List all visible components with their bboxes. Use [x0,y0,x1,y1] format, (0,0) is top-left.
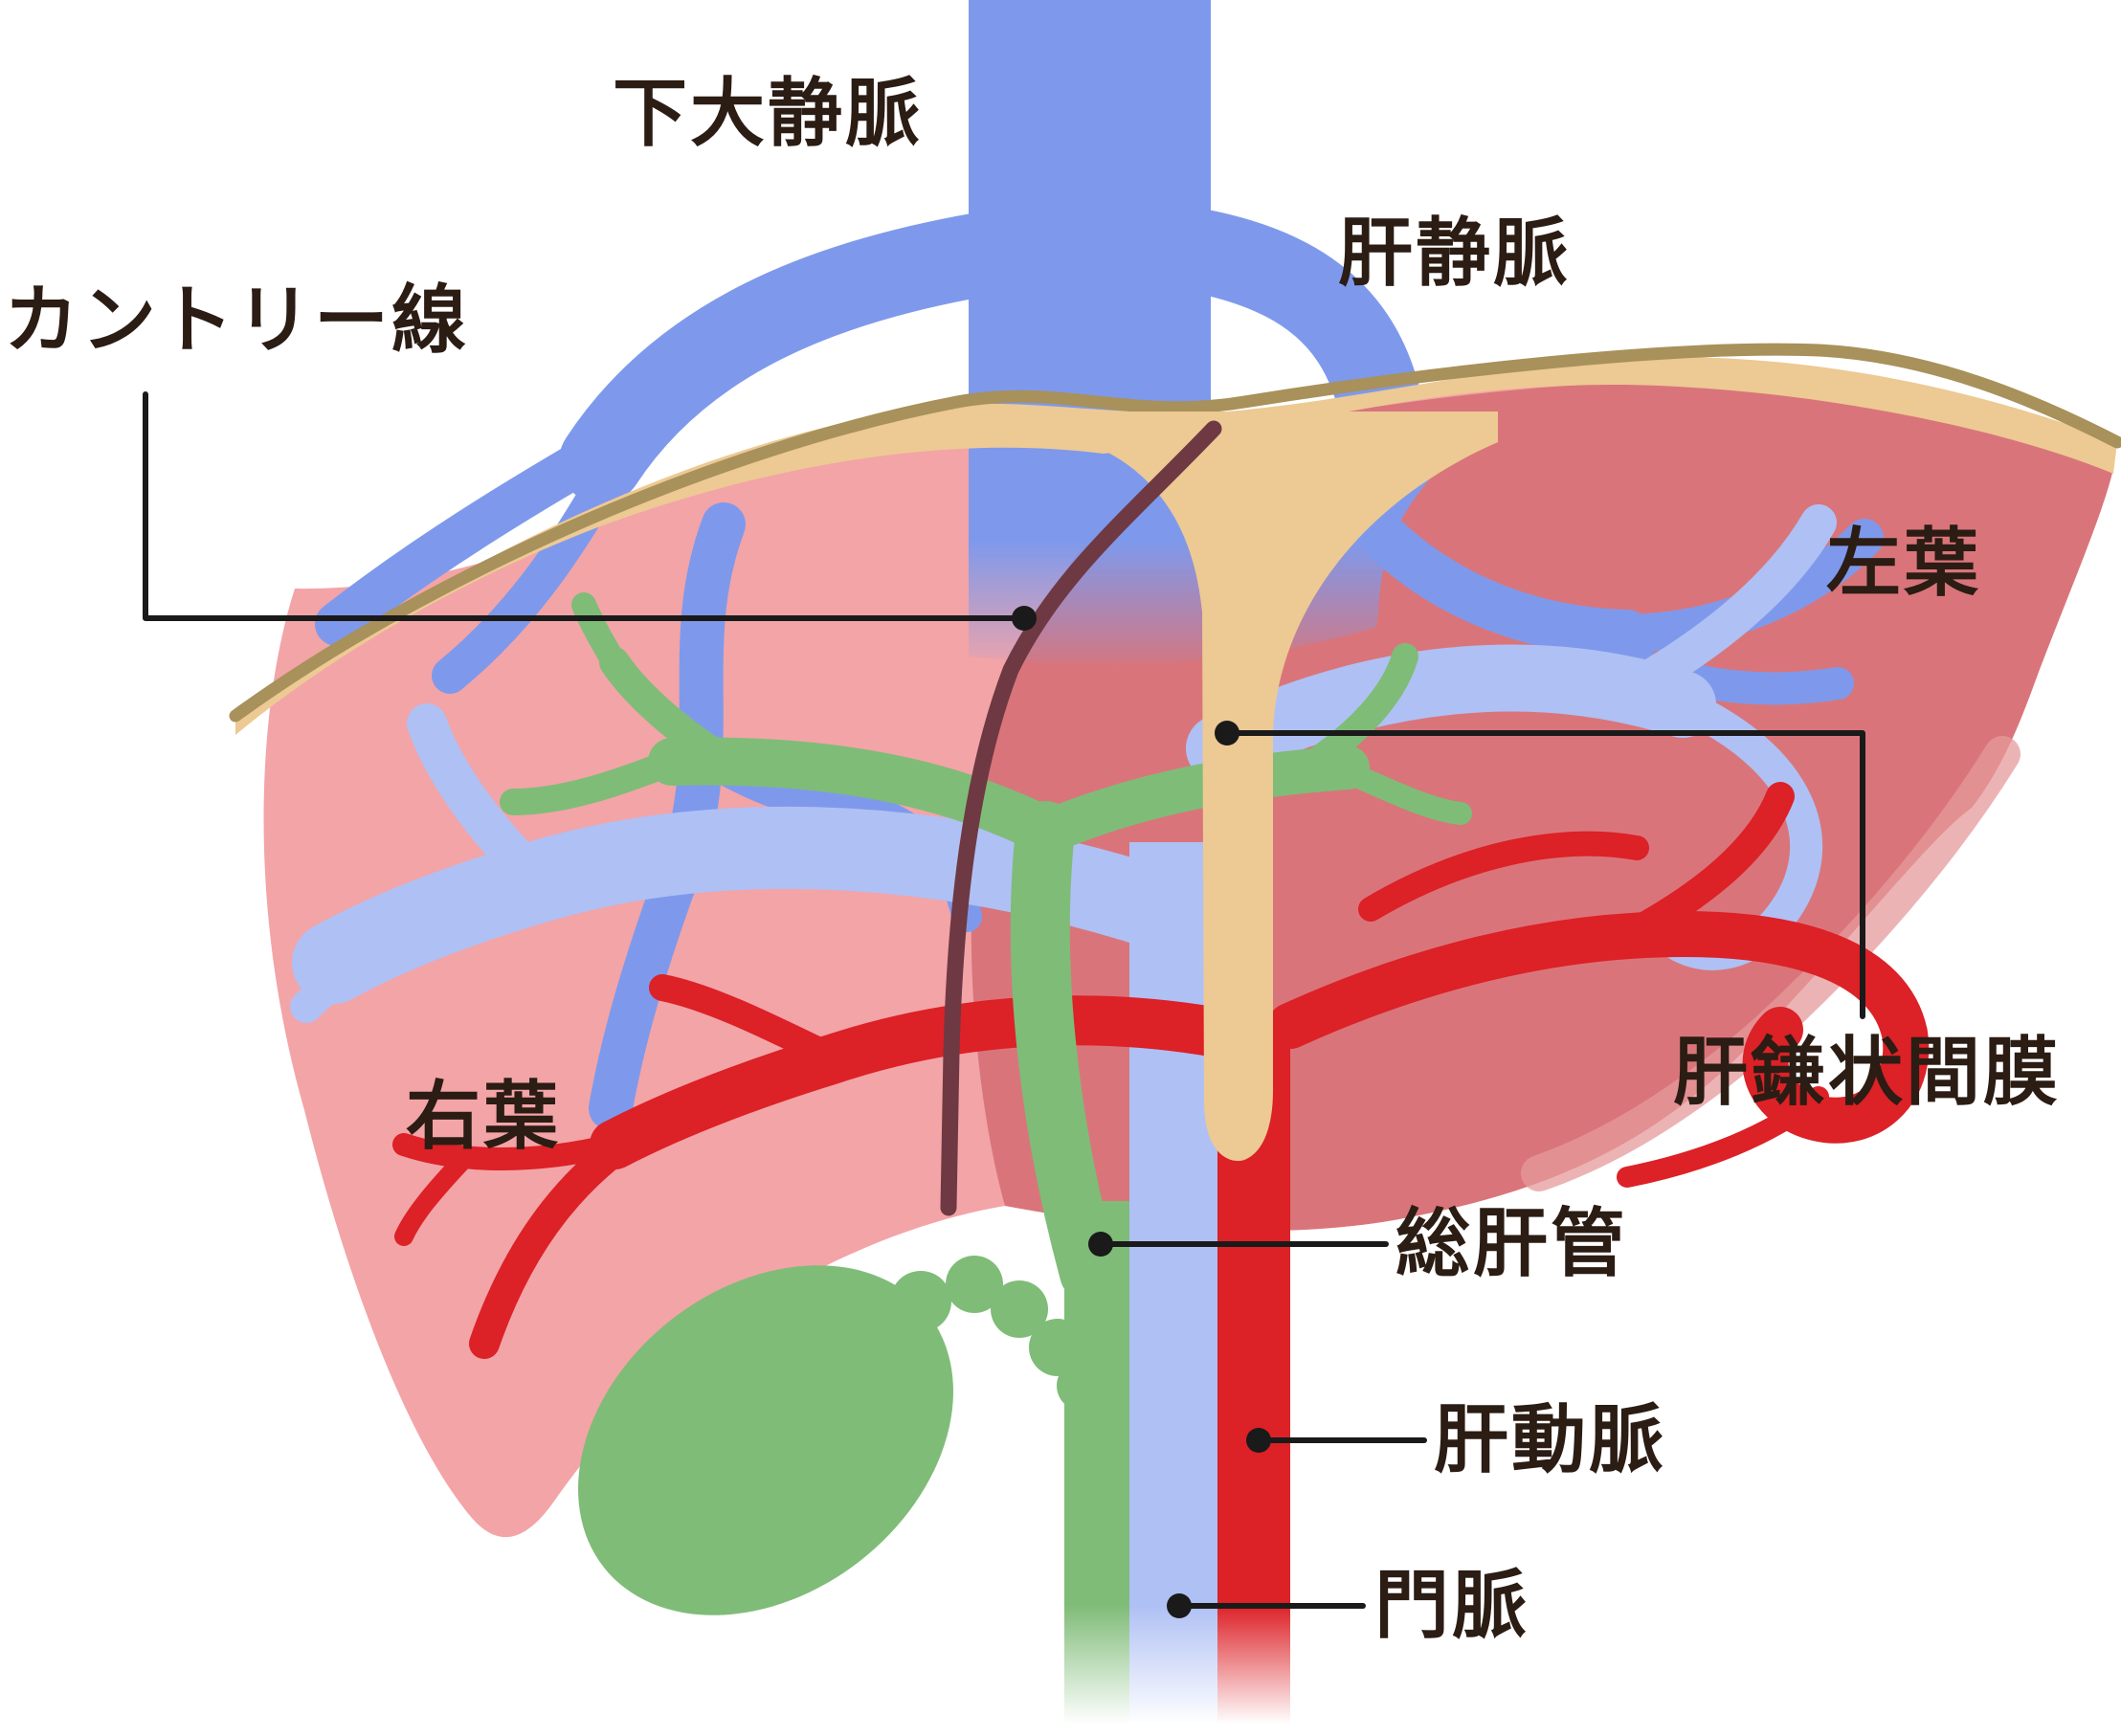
label-hepatic-artery: 肝動脈 [1434,1397,1667,1483]
label-portal-vein: 門脈 [1374,1563,1530,1649]
cantlie-line-callout [143,391,1027,621]
label-common-hepatic-duct: 総肝管 [1395,1201,1629,1287]
label-inferior-vena-cava: 下大静脈 [613,71,924,157]
callouts [143,391,1865,1618]
label-left-lobe: 左葉 [1826,521,1982,607]
common-hepatic-duct-column [1064,1201,1129,1732]
hepatic-artery-column [1217,1201,1290,1723]
falciform-ligament-callout [1224,730,1865,1019]
portal-vein-branches [290,504,1837,1215]
ligament-band [229,343,2121,1162]
label-falciform-ligament: 肝鎌状間膜 [1673,1030,2062,1116]
cantlie-line-curve [940,420,1222,1216]
portal-vein-column [1129,1201,1217,1732]
gallbladder [578,1256,1106,1615]
label-right-lobe: 右葉 [406,1074,562,1160]
label-cantlie-line: カントリー線 [4,278,470,364]
label-hepatic-vein: 肝静脈 [1338,211,1572,297]
falciform-ligament-shape [1099,412,1498,1162]
hilar-vessel-columns [1064,1201,1290,1732]
